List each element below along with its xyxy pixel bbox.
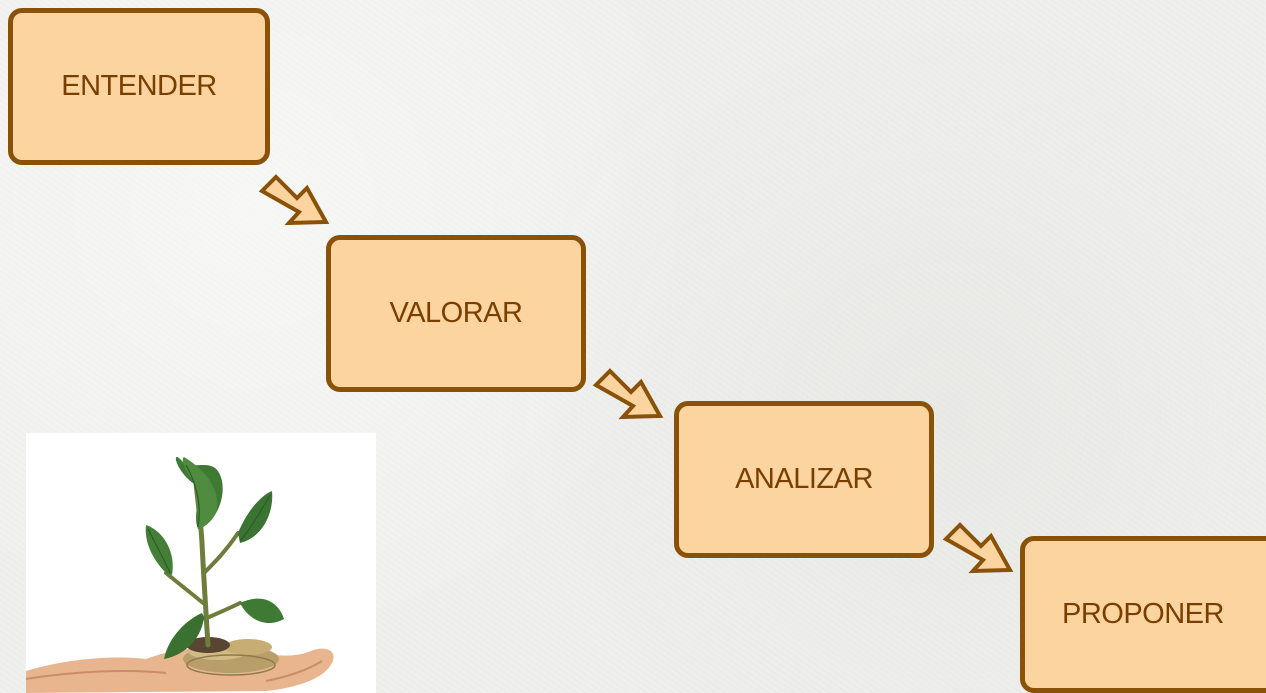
step-label-valorar: VALORAR (389, 297, 523, 329)
leaf-lower-left (164, 613, 204, 659)
step-box-valorar: VALORAR (326, 235, 586, 392)
arrow-icon-analizar-to-proponer (942, 522, 1014, 574)
plant-in-hand-illustration (26, 456, 334, 693)
leaf-lower-right (240, 598, 284, 624)
hand-shape (26, 647, 334, 693)
step-box-analizar: ANALIZAR (674, 401, 934, 558)
step-box-proponer: PROPONER (1020, 536, 1266, 693)
step-label-proponer: PROPONER (1062, 598, 1224, 630)
arrow-icon-entender-to-valorar (258, 174, 330, 226)
arrow-icon-valorar-to-analizar (592, 368, 664, 420)
plant-sprout-image (26, 433, 376, 693)
step-label-entender: ENTENDER (61, 70, 217, 102)
leaf-right (238, 491, 273, 543)
step-box-entender: ENTENDER (8, 8, 270, 165)
step-label-analizar: ANALIZAR (735, 463, 873, 495)
